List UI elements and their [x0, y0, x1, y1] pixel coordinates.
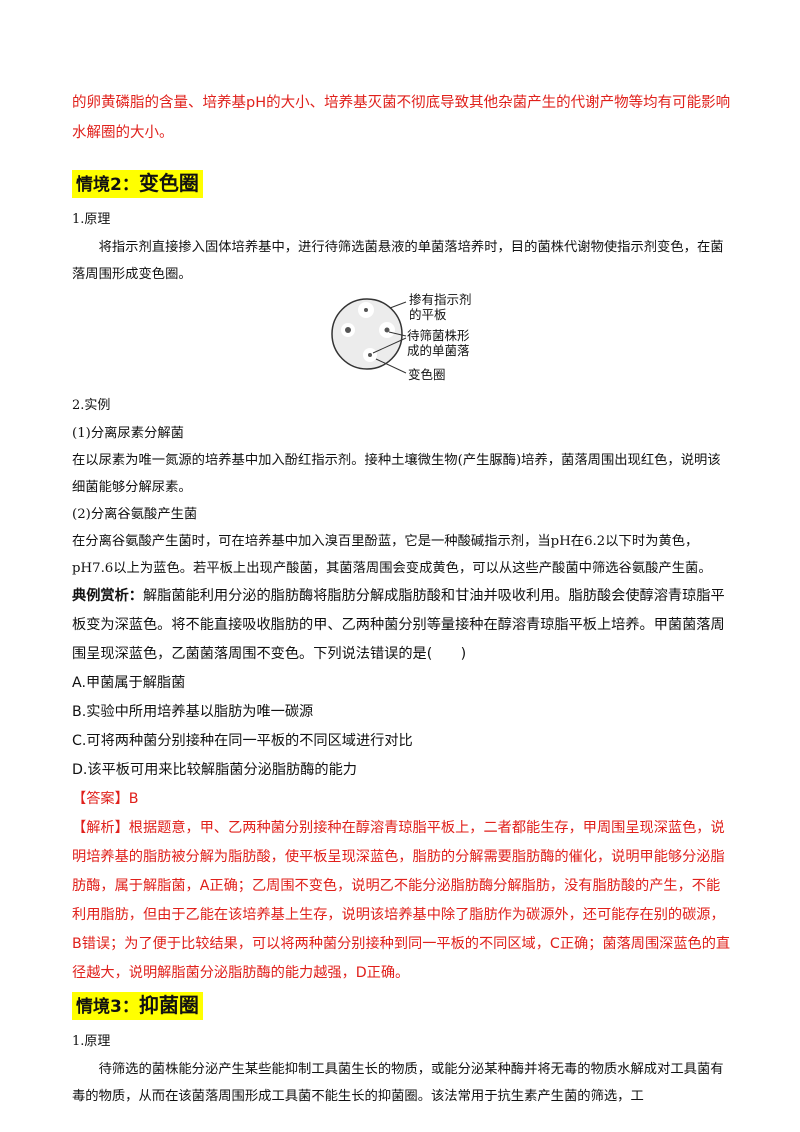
example-1-title: (1)分离尿素分解菌: [72, 426, 184, 441]
section-2-title-main: 变色圈: [138, 171, 199, 195]
plate-diagram: [331, 298, 407, 374]
example-2-text: 在分离谷氨酸产生菌时，可在培养基中加入溴百里酚蓝，它是一种酸碱指示剂，当pH在6…: [72, 534, 712, 576]
section-3: 情境3：抑菌圈 1.原理 待筛选的菌株能分泌产生某些能抑制工具菌生长的物质，或能…: [72, 992, 732, 1110]
answer: 【答案】B: [72, 791, 139, 807]
leader-colony-a: [388, 331, 407, 337]
option-a: A.甲菌属于解脂菌: [72, 675, 186, 691]
question-text: 解脂菌能利用分泌的脂肪酶将脂肪分解成脂肪酸和甘油并吸收利用。脂肪酸会使醇溶青琼脂…: [72, 588, 725, 662]
principle-text: 将指示剂直接掺入固体培养基中，进行待筛选菌悬液的单菌落培养时，目的菌株代谢物使指…: [72, 240, 724, 282]
color-ring-figure: 掺有指示剂 的平板 待筛菌株形 成的单菌落 变色圈: [72, 292, 732, 390]
colony-1: [364, 308, 368, 312]
label-color-ring: 变色圈: [408, 367, 446, 382]
section-3-principle-text: 待筛选的菌株能分泌产生某些能抑制工具菌生长的物质，或能分泌某种酶并将无毒的物质水…: [72, 1062, 724, 1104]
principle-label: 1.原理: [72, 212, 111, 227]
example-label: 2.实例: [72, 398, 111, 413]
question-lead: 典例赏析：: [72, 588, 143, 604]
option-c: C.可将两种菌分别接种在同一平板的不同区域进行对比: [72, 733, 413, 749]
label-indicator-plate: 掺有指示剂 的平板: [409, 292, 472, 322]
section-3-title: 情境3：抑菌圈: [72, 992, 203, 1020]
section-3-principle-label: 1.原理: [72, 1034, 111, 1049]
label-single-colony: 待筛菌株形 成的单菌落: [407, 328, 470, 358]
colony-3: [384, 327, 390, 333]
leader-colony-b: [372, 337, 407, 354]
leader-plate: [389, 301, 407, 309]
option-b: B.实验中所用培养基以脂肪为唯一碳源: [72, 704, 314, 720]
section-2: 情境2：变色圈 1.原理 将指示剂直接掺入固体培养基中，进行待筛选菌悬液的单菌落…: [72, 170, 732, 988]
leader-ring: [375, 358, 407, 374]
example-2-title: (2)分离谷氨酸产生菌: [72, 507, 198, 522]
intro-paragraph: 的卵黄磷脂的含量、培养基pH的大小、培养基灭菌不彻底导致其他杂菌产生的代谢产物等…: [72, 95, 731, 141]
analysis: 【解析】根据题意，甲、乙两种菌分别接种在醇溶青琼脂平板上，二者都能生存，甲周围呈…: [72, 820, 731, 981]
section-3-title-main: 抑菌圈: [138, 993, 199, 1017]
document-page: 的卵黄磷脂的含量、培养基pH的大小、培养基灭菌不彻底导致其他杂菌产生的代谢产物等…: [72, 88, 732, 1110]
example-1-text: 在以尿素为唯一氮源的培养基中加入酚红指示剂。接种土壤微生物(产生脲酶)培养，菌落…: [72, 453, 721, 495]
colony-4: [368, 353, 372, 357]
section-2-title-prefix: 情境2：: [76, 175, 139, 195]
section-3-title-prefix: 情境3：: [76, 997, 139, 1017]
plate-circle: [331, 298, 403, 370]
question-stem: 典例赏析：解脂菌能利用分泌的脂肪酶将脂肪分解成脂肪酸和甘油并吸收利用。脂肪酸会使…: [72, 582, 732, 669]
colony-2: [345, 327, 351, 333]
section-2-title: 情境2：变色圈: [72, 170, 203, 198]
option-d: D.该平板可用来比较解脂菌分泌脂肪酶的能力: [72, 762, 357, 778]
